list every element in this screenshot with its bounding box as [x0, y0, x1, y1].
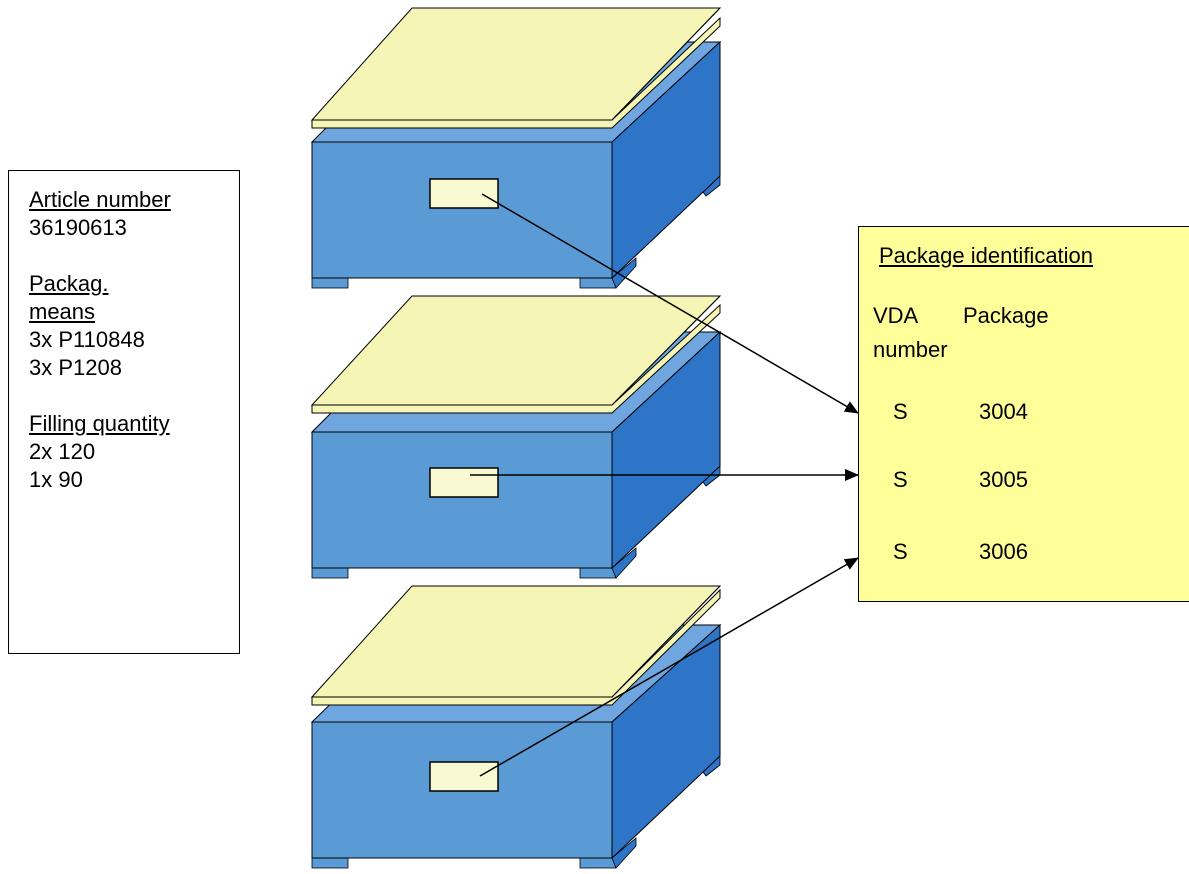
package-row: S 3005 [893, 467, 1028, 493]
package-1-front-face [311, 141, 613, 279]
package-2-label [429, 467, 499, 498]
package-row-number: 3005 [979, 467, 1028, 492]
filling-quantity-item: 1x 90 [29, 467, 83, 492]
vda-column-header: VDA [873, 303, 919, 328]
article-number-label: Article number [29, 187, 171, 212]
package-1-side-face [611, 40, 721, 280]
packaging-means-label-line1: Packag. [29, 271, 109, 296]
arrow-package-1-to-3004 [481, 193, 859, 414]
package-number-header-line2: number [873, 337, 948, 362]
article-info-box: Article number 36190613 Packag. means 3x… [8, 170, 240, 654]
filling-quantity-label: Filling quantity [29, 411, 170, 436]
package-2-side-face [611, 330, 721, 570]
package-number-header-line1: Package [963, 303, 1049, 328]
package-2 [310, 295, 722, 579]
packaging-means-item: 3x P1208 [29, 355, 122, 380]
package-identification-title: Package identification [879, 243, 1094, 268]
package-1-label [429, 178, 499, 209]
package-1 [310, 7, 722, 289]
package-row-number: 3004 [979, 399, 1028, 424]
package-row: S 3004 [893, 399, 1028, 425]
article-number-value: 36190613 [29, 215, 127, 240]
package-row-number: 3006 [979, 539, 1028, 564]
packaging-means-label-line2: means [29, 299, 96, 324]
package-identification-header: VDA Package number [873, 299, 1103, 367]
filling-quantity-item: 2x 120 [29, 439, 96, 464]
package-3-side-face [611, 623, 721, 860]
package-row: S 3006 [893, 539, 1028, 565]
package-identification-box: Package identification VDA Package number… [858, 226, 1189, 602]
package-row-vda: S [893, 539, 908, 564]
package-3-label [429, 761, 499, 792]
arrow-package-3-to-3006 [479, 557, 859, 777]
packaging-means-item: 3x P110848 [29, 327, 145, 352]
package-row-vda: S [893, 467, 908, 492]
package-row-vda: S [893, 399, 908, 424]
package-3 [310, 585, 722, 869]
package-2-front-face [311, 431, 613, 569]
